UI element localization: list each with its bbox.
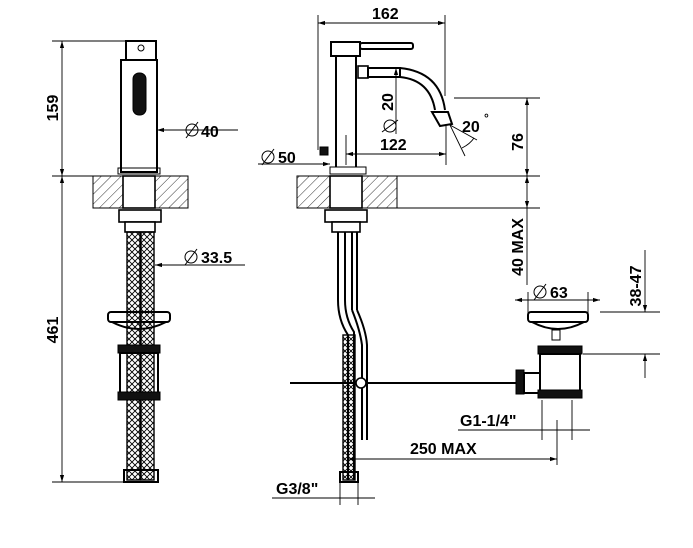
dim-40-max-label: 40 MAX [510,218,527,276]
dim-162 [317,15,446,150]
side-view: 162 [258,6,660,505]
dim-40-label: 40 [201,124,219,141]
dim-33-5-label: 33.5 [201,250,232,267]
front-body [117,40,161,175]
dim-g3-8-label: G3/8" [276,481,318,498]
dim-38-47-label: 38-47 [628,265,645,306]
dim-162-label: 162 [372,6,399,23]
dim-33-5-leader [155,248,245,268]
side-tap-body [319,41,454,175]
side-popup-rod [290,369,541,395]
dim-250-max-label: 250 MAX [410,441,477,458]
dim-20-leader [381,68,399,134]
dim-461-label: 461 [45,317,62,344]
dim-50-label: 50 [278,150,296,167]
front-fixings [118,209,162,483]
dim-40-leader [157,121,238,139]
dim-76 [454,97,540,176]
dim-159-label: 159 [45,95,62,122]
front-view: 159 461 [45,40,245,483]
dim-g1-1-4 [458,400,590,440]
dim-20-degree [449,124,478,157]
dim-63-label: 63 [550,285,568,302]
front-deck [92,175,189,209]
front-height-dimension [52,40,150,483]
dim-122 [345,125,447,165]
dim-76-label: 76 [510,133,527,151]
dim-g1-1-4-label: G1-1/4" [460,413,517,430]
dim-20-label: 20 [380,93,397,111]
dim-20-degree-label: 20 [462,119,480,136]
dim-63 [515,283,600,315]
side-waste [527,311,589,399]
dim-50-leader [258,148,330,167]
dim-38-47 [583,250,660,378]
side-fixings [324,209,368,483]
side-deck [296,175,540,209]
degree-symbol: ° [484,111,489,125]
front-waste [107,311,171,401]
dim-g3-8 [272,482,375,505]
dim-250-max [348,420,558,465]
dim-122-label: 122 [380,137,407,154]
